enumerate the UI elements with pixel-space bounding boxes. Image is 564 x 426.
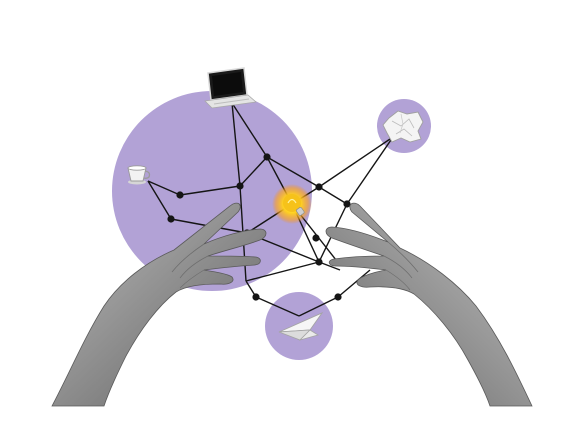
coffee-cup-icon bbox=[127, 165, 151, 185]
crumpled-paper-icon bbox=[382, 110, 424, 143]
right-hand bbox=[325, 202, 533, 407]
large-purple-circle bbox=[112, 91, 312, 291]
light-bulb-icon bbox=[272, 184, 312, 224]
left-hand bbox=[51, 202, 267, 407]
laptop-icon bbox=[204, 67, 257, 109]
paper-airplane-icon bbox=[278, 311, 324, 341]
